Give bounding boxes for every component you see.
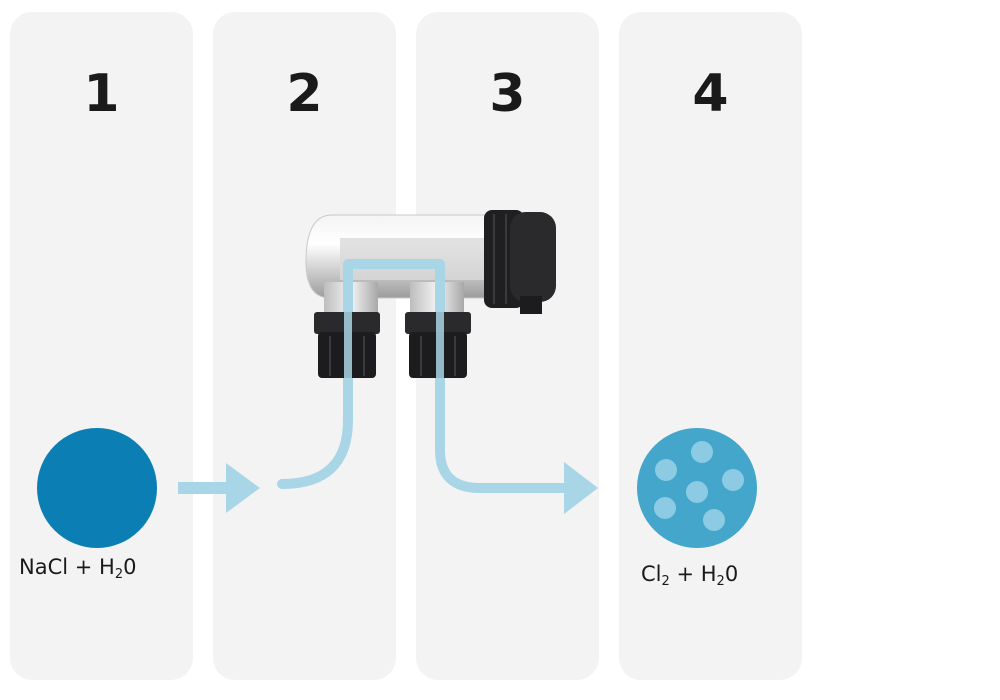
step-number: 4 bbox=[692, 64, 729, 124]
bubble bbox=[655, 459, 677, 481]
bubble bbox=[654, 497, 676, 519]
chlorinator-cell bbox=[305, 214, 501, 322]
step-panel-1: 1 bbox=[10, 12, 193, 680]
cell-end-cap bbox=[484, 210, 556, 314]
flow-arrow-in bbox=[178, 463, 260, 513]
flow-arrow-out bbox=[564, 462, 598, 514]
output-formula: Cl2 + H20 bbox=[641, 562, 739, 589]
bubble bbox=[691, 441, 713, 463]
salt-water-circle bbox=[37, 428, 157, 548]
step-panel-4: 4 bbox=[619, 12, 802, 680]
chlorinated-water-circle bbox=[637, 428, 757, 548]
bubble bbox=[703, 509, 725, 531]
step-number: 2 bbox=[286, 64, 323, 124]
bubble bbox=[686, 481, 708, 503]
input-formula: NaCl + H20 bbox=[19, 555, 137, 582]
step-number: 1 bbox=[83, 64, 120, 124]
step-number: 3 bbox=[489, 64, 526, 124]
bubble bbox=[722, 469, 744, 491]
